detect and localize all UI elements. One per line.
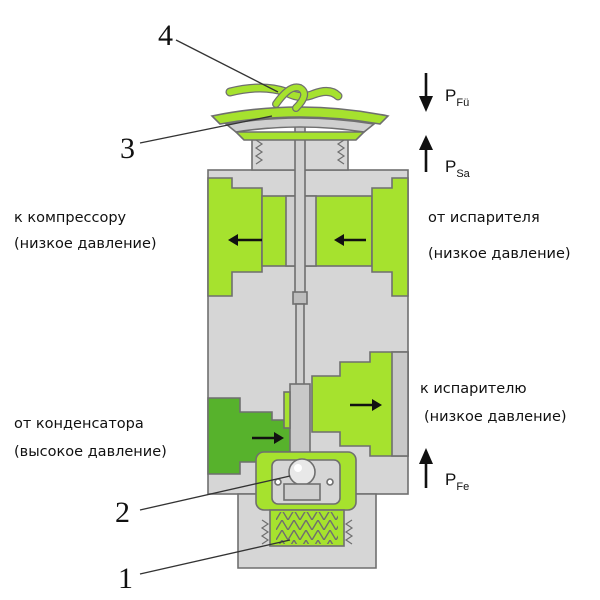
callout-3: 3	[120, 132, 135, 165]
callout-1: 1	[118, 562, 133, 595]
arrow-from-evaporator	[334, 234, 366, 246]
callout-4: 4	[158, 19, 173, 52]
label-pfu: PFü	[445, 86, 469, 109]
label-from-evaporator-note: (низкое давление)	[428, 246, 571, 262]
arrow-from-condenser	[252, 432, 284, 444]
arrow-to-compressor	[228, 234, 262, 246]
label-to-compressor: к компрессору	[14, 210, 127, 226]
pressure-arrow-psa	[419, 135, 433, 172]
lower-right-channel	[311, 351, 409, 457]
ball-chamber	[255, 451, 357, 511]
label-from-condenser-note: (высокое давление)	[14, 444, 167, 460]
label-to-evaporator-note: (низкое давление)	[424, 409, 567, 425]
leader-lines	[139, 39, 291, 575]
diaphragm-head	[210, 83, 390, 141]
neck-thread	[254, 139, 346, 165]
label-psa: PSa	[445, 157, 471, 180]
callout-2: 2	[115, 496, 130, 529]
valve-ball	[288, 458, 316, 486]
valve-spring	[260, 509, 354, 547]
pressure-arrow-pfu	[419, 73, 433, 112]
arrow-to-evaporator	[350, 399, 382, 411]
label-from-condenser: от конденсатора	[14, 416, 144, 432]
label-pfe: PFe	[445, 470, 469, 493]
label-to-compressor-note: (низкое давление)	[14, 236, 157, 252]
label-from-evaporator: от испарителя	[428, 210, 540, 226]
label-to-evaporator: к испарителю	[420, 381, 527, 397]
pressure-arrow-pfe	[419, 448, 433, 488]
